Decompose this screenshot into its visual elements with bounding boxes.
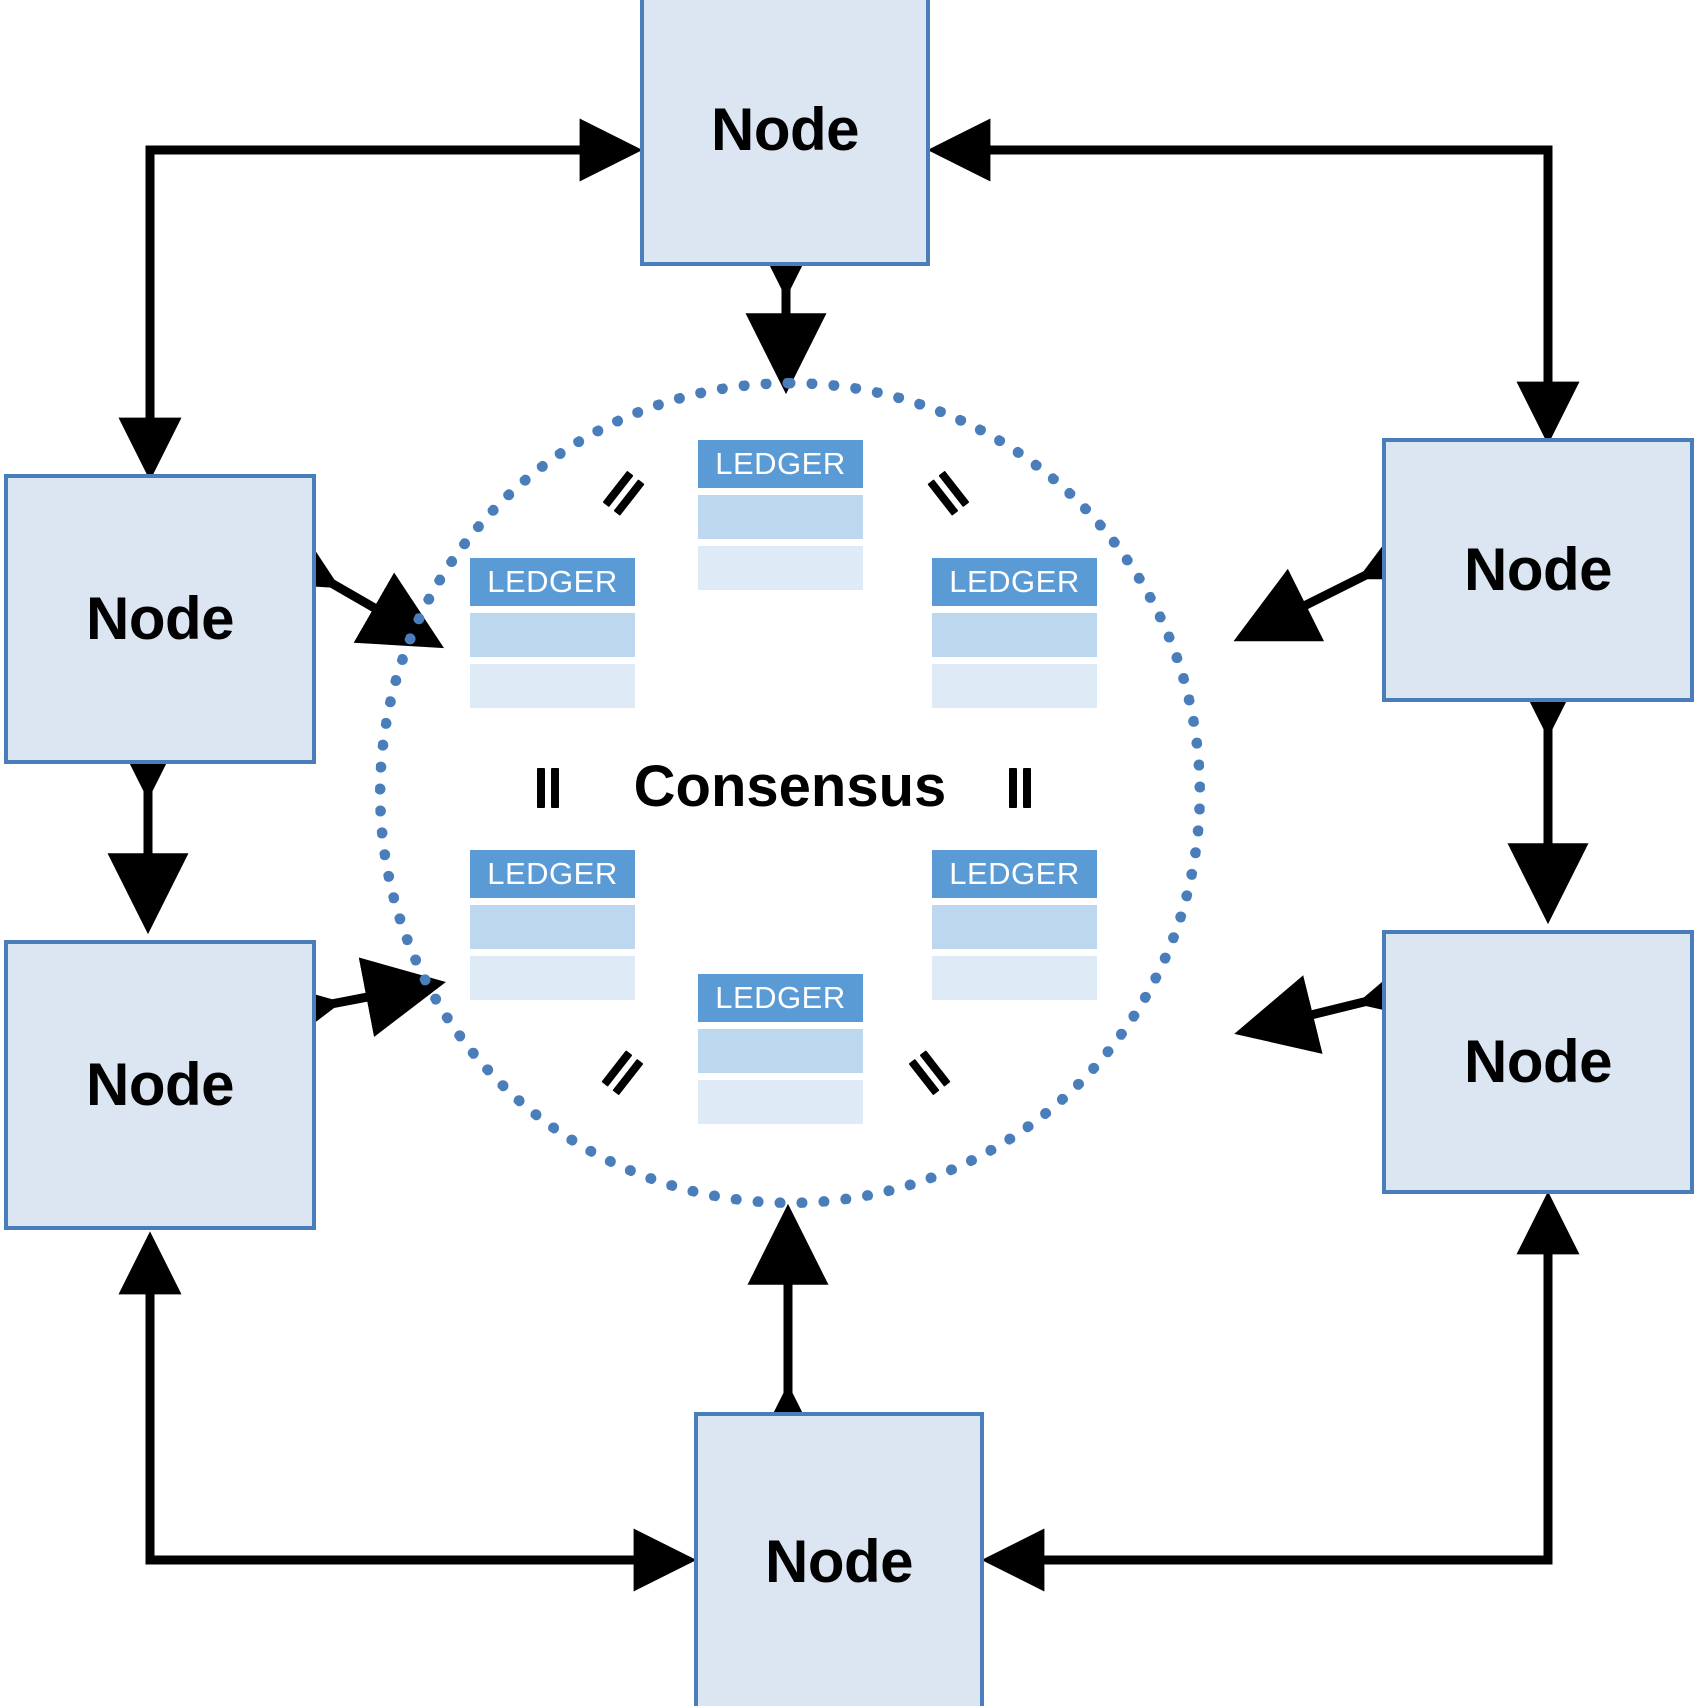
ledger-row-2: [698, 546, 863, 590]
ledger-north-west[interactable]: LEDGER: [470, 558, 635, 708]
equals-icon-west: [528, 766, 572, 810]
ledger-row-1: [470, 905, 635, 949]
ledger-row-1: [932, 613, 1097, 657]
consensus-boundary-circle: [375, 378, 1205, 1208]
ledger-header: LEDGER: [698, 974, 863, 1022]
arrow-right1-to-consensus: [1233, 506, 1449, 642]
node-left-lower[interactable]: Node: [4, 940, 316, 1230]
node-top[interactable]: Node: [640, 0, 930, 266]
arrow-left2-to-consensus: [254, 957, 446, 1058]
arrow-right1-to-top: [927, 118, 1553, 420]
ledger-south-west[interactable]: LEDGER: [470, 850, 635, 1000]
equals-icon-east: [1000, 766, 1044, 810]
ledger-row-2: [932, 664, 1097, 708]
ledger-row-1: [698, 1029, 863, 1073]
ledger-north[interactable]: LEDGER: [698, 440, 863, 590]
node-bottom[interactable]: Node: [694, 1412, 984, 1706]
ledger-header: LEDGER: [470, 850, 635, 898]
arrow-left1-to-top: [145, 118, 643, 440]
ledger-row-1: [470, 613, 635, 657]
node-label: Node: [711, 96, 860, 163]
ledger-south[interactable]: LEDGER: [698, 974, 863, 1124]
ledger-row-2: [470, 664, 635, 708]
node-label: Node: [86, 1051, 235, 1118]
node-left-upper[interactable]: Node: [4, 474, 316, 764]
node-label: Node: [86, 585, 235, 652]
ledger-header: LEDGER: [932, 850, 1097, 898]
ledger-row-1: [932, 905, 1097, 949]
ledger-header: LEDGER: [698, 440, 863, 488]
node-right-upper[interactable]: Node: [1382, 438, 1694, 702]
ledger-row-2: [470, 956, 635, 1000]
arrow-left2-to-bottom: [145, 1240, 697, 1592]
node-right-lower[interactable]: Node: [1382, 930, 1694, 1194]
arrow-right2-to-bottom: [981, 1200, 1553, 1592]
node-label: Node: [1464, 536, 1613, 603]
consensus-label: Consensus: [633, 754, 947, 819]
ledger-row-2: [932, 956, 1097, 1000]
ledger-header: LEDGER: [470, 558, 635, 606]
ledger-row-2: [698, 1080, 863, 1124]
node-label: Node: [765, 1528, 914, 1595]
ledger-north-east[interactable]: LEDGER: [932, 558, 1097, 708]
arrow-right2-to-consensus: [1234, 945, 1445, 1054]
ledger-south-east[interactable]: LEDGER: [932, 850, 1097, 1000]
node-label: Node: [1464, 1028, 1613, 1095]
ledger-header: LEDGER: [932, 558, 1097, 606]
ledger-row-1: [698, 495, 863, 539]
